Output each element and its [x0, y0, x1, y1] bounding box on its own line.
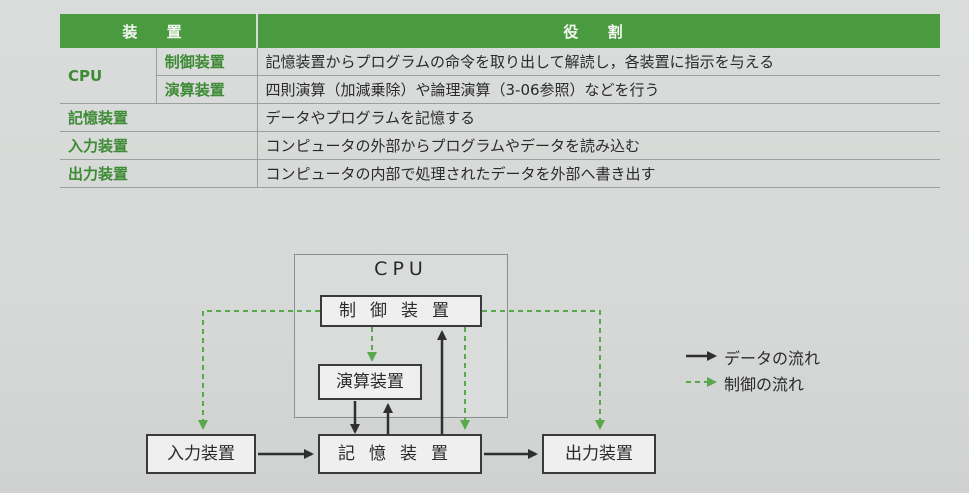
category-output: 出力装置: [60, 159, 257, 188]
role-memory: データやプログラムを記憶する: [256, 103, 940, 132]
cpu-category: CPU: [60, 48, 157, 104]
category-input: 入力装置: [60, 131, 257, 160]
alu-box: 演算装置: [318, 364, 422, 400]
table-row: 出力装置 コンピュータの内部で処理されたデータを外部へ書き出す: [60, 159, 940, 188]
control-to-output-arrow: [482, 310, 605, 430]
device-role-table: 装 置 役 割 CPU 制御装置 記憶装置からプログラムの命令を取り出して解読し…: [60, 14, 940, 188]
legend-control-flow: 制御の流れ: [724, 375, 805, 394]
sub-category-control: 制御装置: [155, 48, 257, 76]
control-flow-arrows: [198, 310, 605, 430]
table-row: 記憶装置 データやプログラムを記憶する: [60, 103, 940, 132]
role-input: コンピュータの外部からプログラムやデータを読み込む: [256, 131, 940, 160]
category-memory: 記憶装置: [60, 103, 257, 132]
sub-category-alu: 演算装置: [155, 75, 257, 104]
control-to-input-arrow: [198, 310, 320, 430]
legend-data-flow: データの流れ: [724, 349, 821, 368]
table-header-row: 装 置 役 割: [60, 14, 940, 48]
header-role: 役 割: [257, 14, 940, 48]
header-device: 装 置: [60, 14, 258, 48]
table-row: CPU 制御装置 記憶装置からプログラムの命令を取り出して解読し，各装置に指示を…: [60, 48, 940, 104]
role-output: コンピュータの内部で処理されたデータを外部へ書き出す: [256, 159, 940, 188]
table-row: 入力装置 コンピュータの外部からプログラムやデータを読み込む: [60, 131, 940, 160]
output-device-box: 出力装置: [542, 434, 656, 474]
role-alu: 四則演算（加減乗除）や論理演算（3-06参照）などを行う: [256, 75, 940, 104]
control-unit-box: 制御装置: [320, 295, 482, 327]
memory-device-box: 記憶装置: [318, 434, 482, 474]
cpu-title: CPU: [374, 258, 428, 280]
role-control: 記憶装置からプログラムの命令を取り出して解読し，各装置に指示を与える: [256, 48, 940, 76]
input-device-box: 入力装置: [146, 434, 256, 474]
data-flow-arrows: [258, 330, 538, 459]
table-row: 演算装置 四則演算（加減乗除）や論理演算（3-06参照）などを行う: [60, 75, 940, 104]
